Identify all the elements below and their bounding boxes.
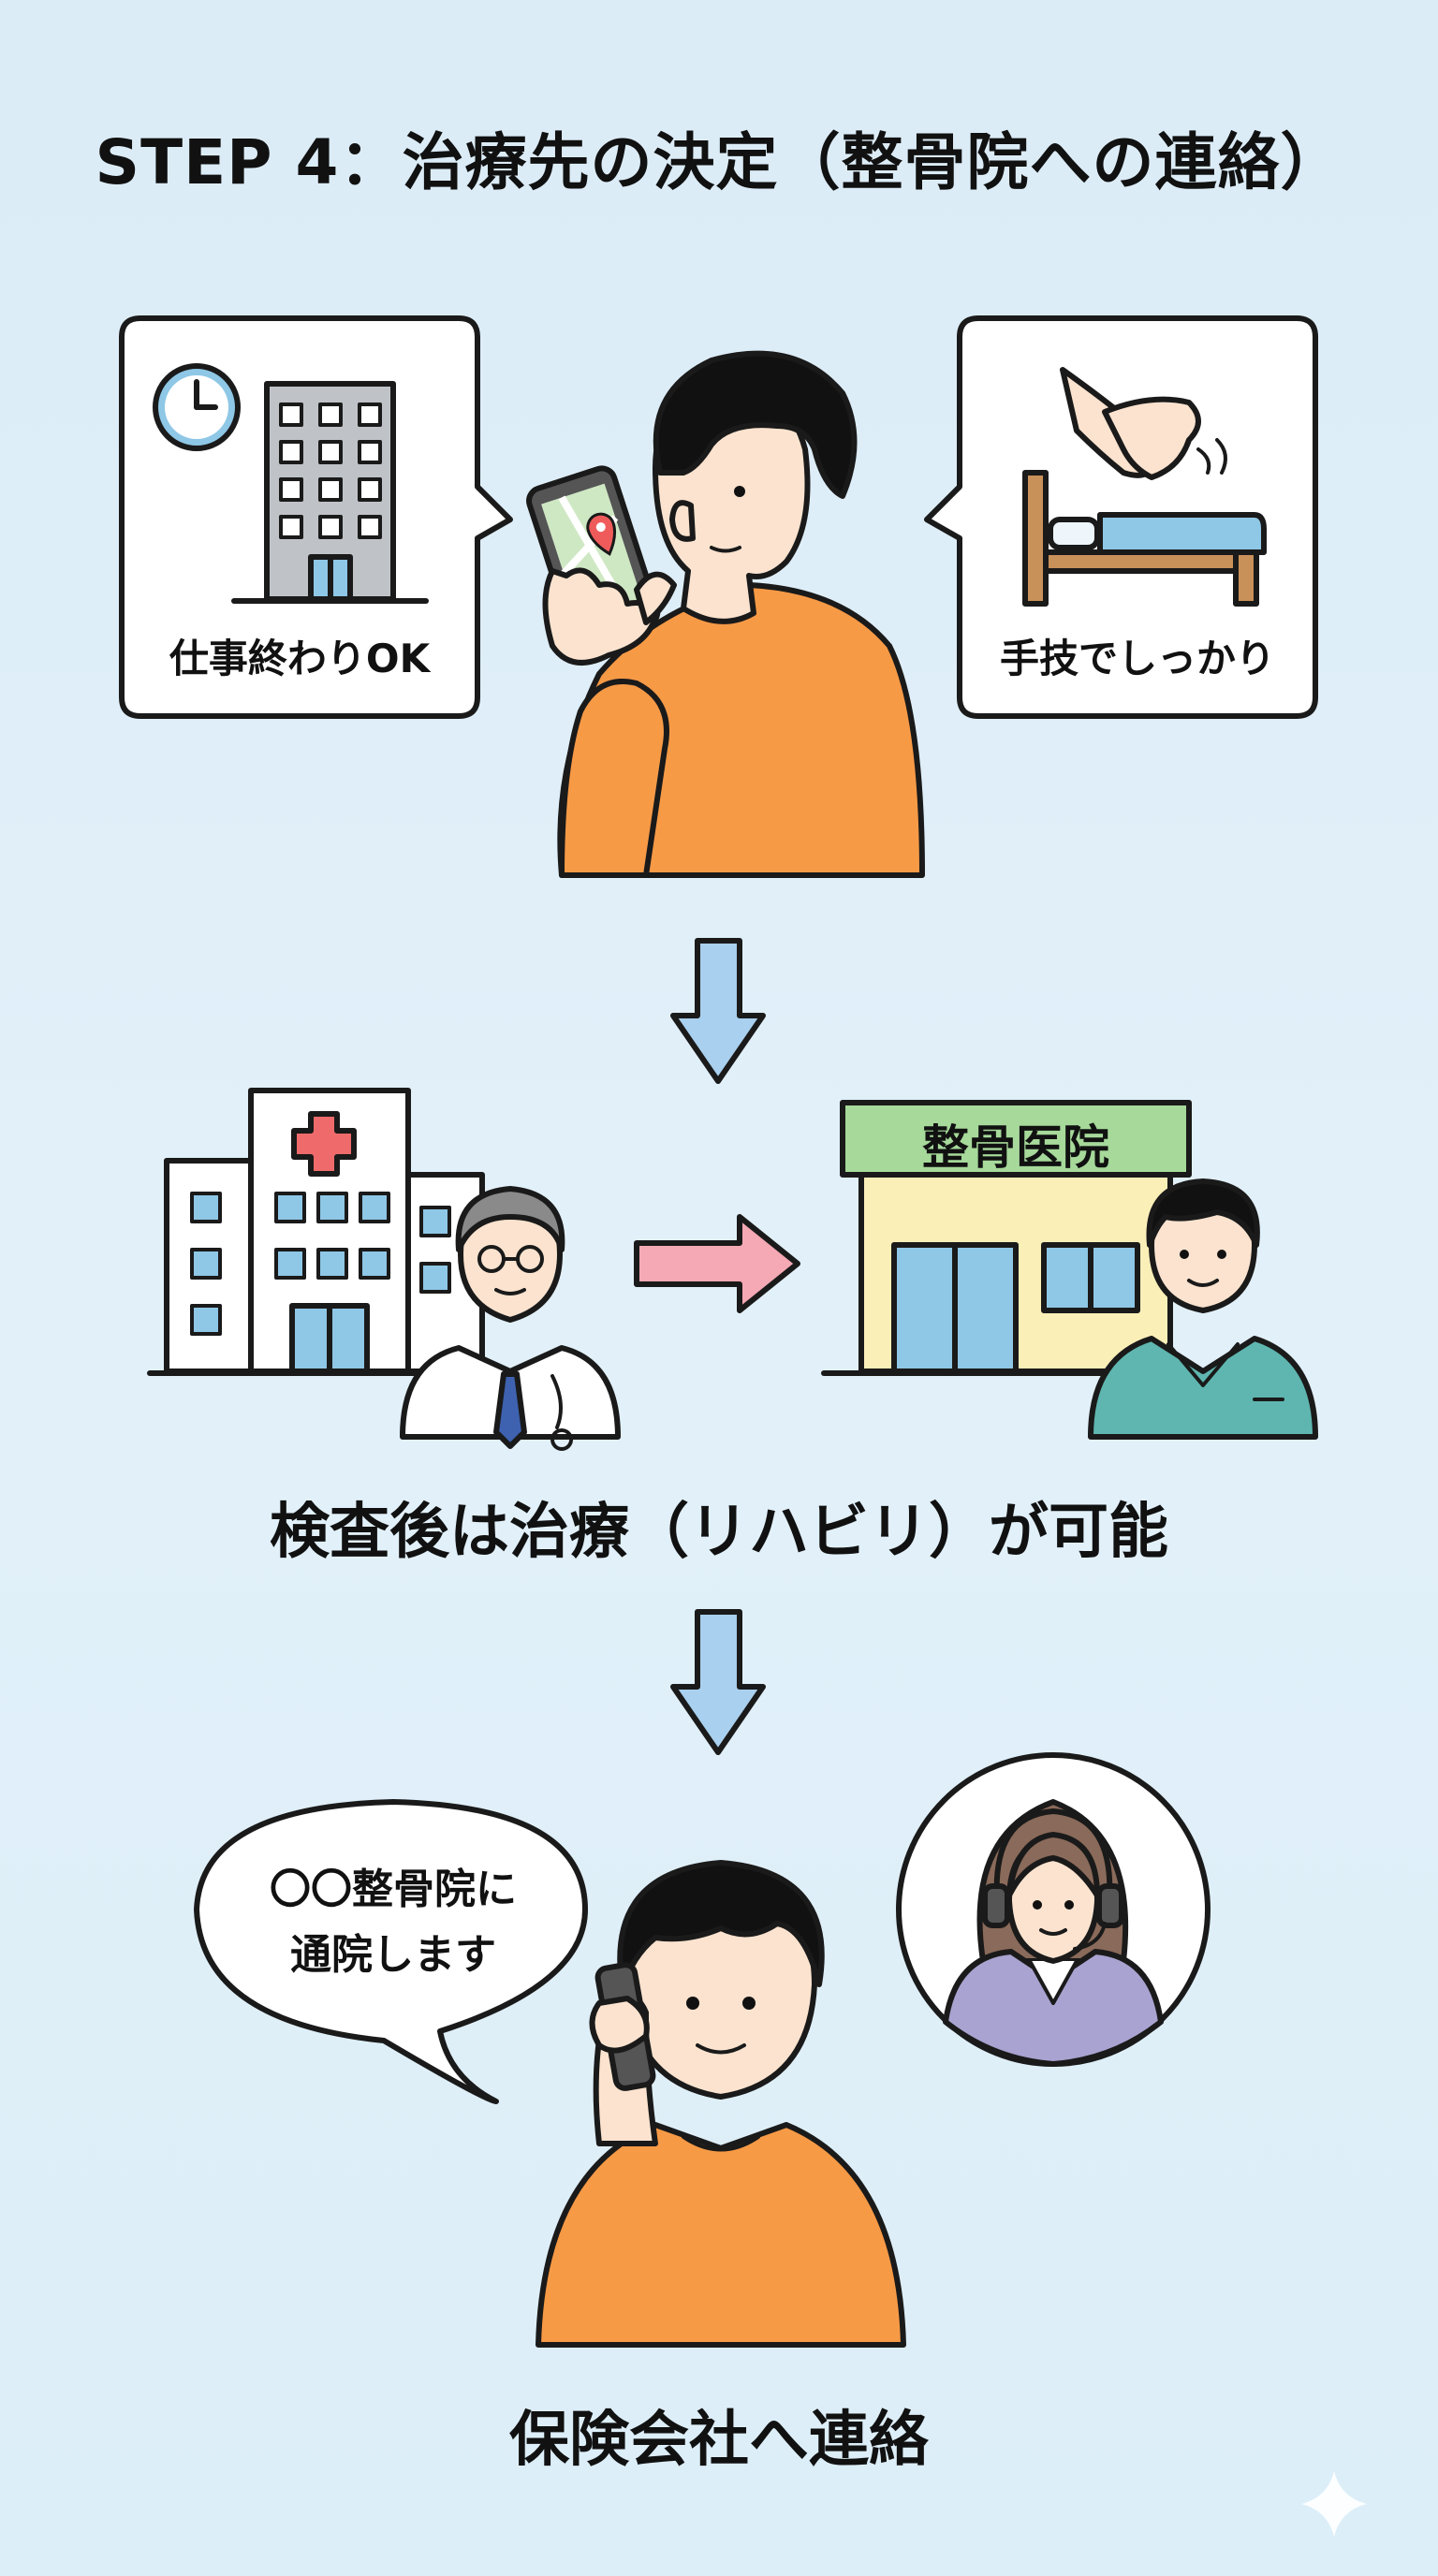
insurance-caption: 保険会社へ連絡 [509, 2406, 929, 2475]
clinic-building-icon [821, 1100, 1201, 1376]
speech-line-1: 〇〇整骨院に [270, 1866, 517, 1913]
call-center-operator-icon [896, 1752, 1211, 2067]
page-title: STEP 4：治療先の決定（整骨院への連絡） [95, 126, 1343, 198]
sparkle-icon [1301, 2471, 1367, 2537]
speech-bubble-text: 〇〇整骨院に 通院します [201, 1858, 585, 1998]
treatment-bed-icon [1022, 470, 1267, 607]
arrow-right-icon [634, 1214, 800, 1313]
down-arrow-1 [670, 938, 766, 1084]
office-building-icon [231, 381, 429, 604]
treatment-caption: 検査後は治療（リハビリ）が可能 [270, 1498, 1168, 1567]
right-card-label: 手技でしっかり [999, 636, 1275, 681]
hospital-icon [147, 1088, 499, 1376]
hands-massage-icon [1060, 367, 1227, 480]
person-on-phone [536, 1860, 906, 2348]
speech-bubble [194, 1799, 588, 2104]
left-card-text: 仕事終わりOK [122, 627, 477, 683]
left-card-label: 仕事終わりOK [169, 636, 431, 681]
clinic-sign-label: 整骨医院 [922, 1120, 1109, 1175]
down-arrow-2 [670, 1609, 766, 1755]
right-card-text: 手技でしっかり [960, 627, 1315, 683]
doctor-icon [400, 1186, 621, 1451]
clinic-sign: 整骨医院 [843, 1110, 1189, 1176]
therapist-icon [1088, 1178, 1318, 1440]
person-using-phone [526, 350, 925, 878]
clock-icon [153, 363, 241, 451]
speech-line-2: 通院します [290, 1931, 496, 1979]
